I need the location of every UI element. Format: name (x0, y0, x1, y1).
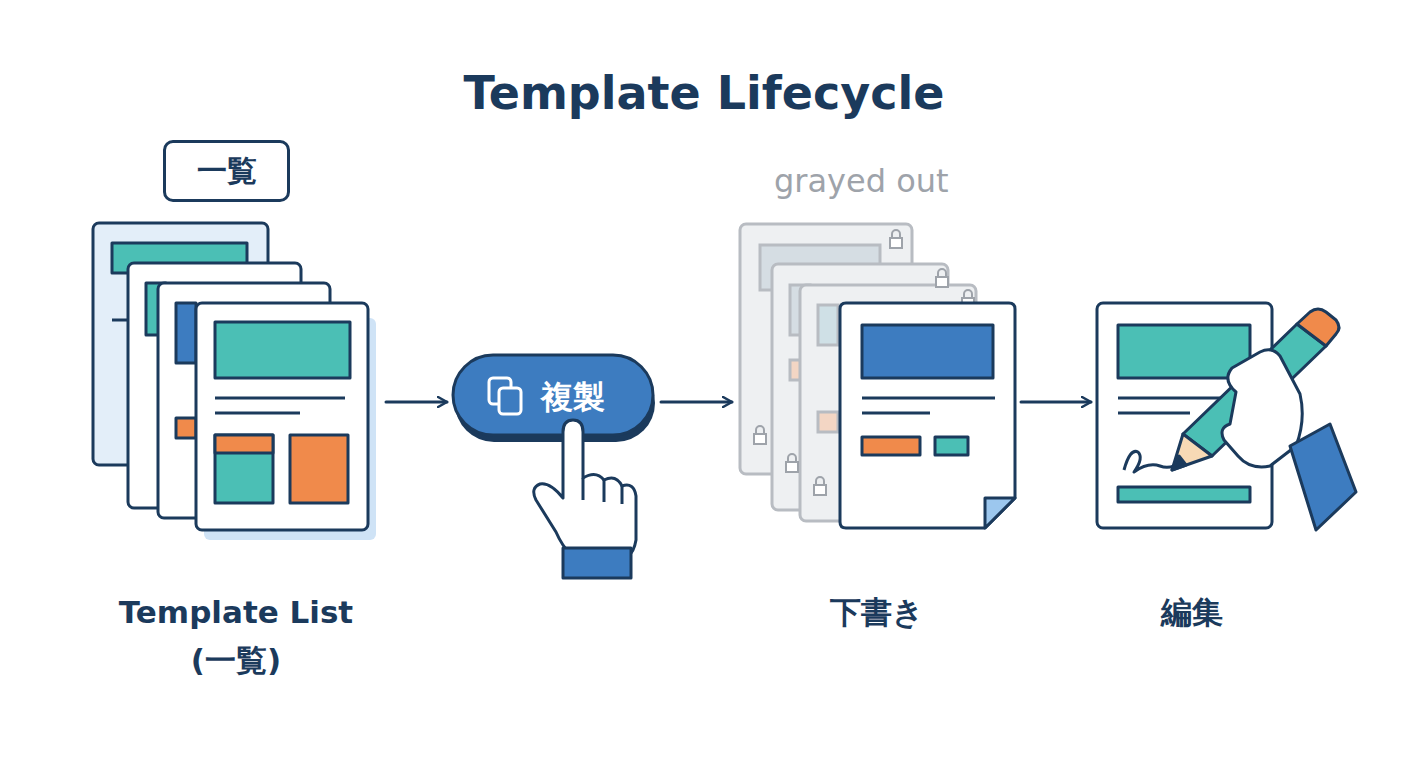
edit-document-part (1118, 412, 1190, 415)
writing-hand-part (1290, 424, 1356, 530)
draft-document-part (862, 397, 995, 400)
template-stack-part (215, 397, 345, 400)
grayed-stack-part (786, 462, 798, 472)
node-caption: 編集 (1097, 588, 1287, 636)
template-stack-part (176, 303, 196, 363)
draft-document (840, 303, 1015, 528)
duplicate-button-part (453, 355, 653, 435)
duplicate-button-node: 複製 (453, 355, 655, 440)
grayed-stack-part (756, 426, 764, 434)
pencil-part (1172, 434, 1212, 470)
draft-document-part (862, 325, 993, 378)
edit-document-part (1118, 487, 1250, 502)
pointing-hand-part (621, 486, 624, 504)
template-stack-part (176, 418, 196, 438)
grayed-stack-part (890, 238, 902, 248)
grayed-stack-part (964, 290, 972, 298)
pencil-part (1297, 309, 1339, 346)
draft-node: 下書き (738, 222, 1015, 642)
grayed-stack-part (892, 230, 900, 238)
flow-arrow (661, 401, 732, 404)
grayed-stack-part (818, 412, 838, 432)
draft-document-part (985, 498, 1015, 528)
edit-node: 編集 (1097, 303, 1287, 643)
node-text: 一覧 (197, 151, 257, 192)
tag-box: 一覧 (163, 140, 290, 202)
template-stack (93, 223, 376, 540)
grayed-stack-part (936, 277, 948, 287)
duplicate-button-part (499, 388, 521, 414)
template-stack-part (215, 322, 350, 378)
draft-document-part (862, 437, 920, 455)
template-stack-part (196, 303, 368, 530)
node-caption: Template List (一覧) (106, 588, 366, 684)
grayed-stack-part (754, 434, 766, 444)
grayed-stack-part (816, 477, 824, 485)
pointing-hand-part (563, 548, 631, 578)
pointing-hand (534, 420, 636, 578)
grayed-stack-part (938, 269, 946, 277)
writing-hand (1222, 350, 1356, 530)
flow-arrow (386, 401, 447, 404)
draft-document-part (840, 303, 1015, 528)
draft-document-part (862, 412, 930, 415)
grayed-stack-part (814, 485, 826, 495)
template-stack-part (215, 435, 273, 453)
pointing-hand-part (603, 480, 606, 502)
duplicate-button (453, 355, 655, 442)
pencil-part (1172, 456, 1186, 470)
node-text: 複製 (541, 376, 605, 420)
diagram-title: Template Lifecycle (0, 66, 1408, 120)
grayed-stack-part (818, 305, 838, 345)
grayed-stack-part (788, 454, 796, 462)
state-label: grayed out (774, 162, 949, 200)
flow-arrow (1021, 401, 1091, 404)
template-stack-part (215, 412, 300, 415)
template-list-node: Template List (一覧) (92, 222, 380, 682)
pointing-hand-part (582, 478, 585, 500)
node-caption: 下書き (738, 588, 1015, 636)
pointing-hand-part (534, 420, 636, 556)
draft-document-part (935, 437, 968, 455)
template-stack-part (290, 435, 348, 503)
template-stack-part (215, 435, 273, 503)
